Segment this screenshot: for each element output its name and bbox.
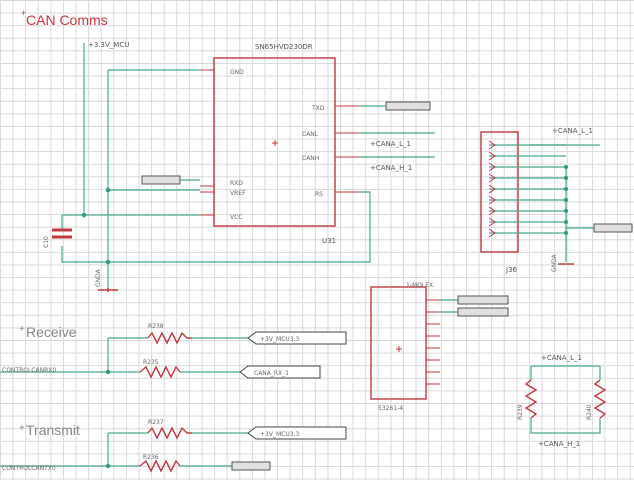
connector-part: 1-MOLEX bbox=[406, 282, 433, 289]
transmit-left-net: CONTROLCANTX0 bbox=[2, 465, 56, 472]
transmit-label: Transmit bbox=[26, 422, 80, 438]
receive-flag-top[interactable] bbox=[247, 331, 347, 345]
net-label-can-h: +CANA_H_1 bbox=[370, 164, 412, 172]
resistor-r240[interactable] bbox=[593, 379, 607, 419]
sheet-title: CAN Comms bbox=[26, 12, 108, 28]
can-header-j36[interactable] bbox=[480, 131, 519, 253]
header-net-gnda: GNDA bbox=[551, 253, 558, 272]
header-reference: J36 bbox=[505, 266, 518, 274]
ic-pin-label-rxd: RXD bbox=[230, 180, 243, 187]
ic-pin-label-canl: CANL bbox=[302, 131, 319, 138]
resistor-r237[interactable] bbox=[147, 426, 192, 440]
receive-flag-top-text: +3V_MCU3.3 bbox=[260, 336, 299, 343]
connector-flag-top[interactable] bbox=[457, 295, 509, 305]
resistor-r240-ref: R240 bbox=[586, 404, 593, 420]
resistor-r239-ref: R239 bbox=[517, 404, 524, 420]
svg-text:+: + bbox=[19, 324, 25, 335]
transmit-flag-top[interactable] bbox=[247, 426, 347, 440]
title-marker: + bbox=[21, 8, 26, 18]
header-pins bbox=[489, 144, 566, 234]
ic-pin-label-gnd: GND bbox=[230, 69, 244, 76]
resistor-r236-ref: R236 bbox=[143, 454, 159, 461]
resistor-r235-ref: R235 bbox=[143, 359, 159, 366]
receive-flag-bottom-text: CANA_RX_1 bbox=[254, 370, 289, 377]
resistor-r238-ref: R238 bbox=[148, 323, 164, 330]
net-label-gnda: GNDA bbox=[95, 268, 102, 287]
connector-flag-bottom[interactable] bbox=[457, 307, 509, 317]
svg-text:+: + bbox=[19, 423, 25, 434]
header-net-flag[interactable] bbox=[593, 223, 633, 233]
molex-connector-j35[interactable] bbox=[370, 286, 427, 400]
ic-pin-label-rs: RS bbox=[315, 191, 323, 198]
ic-pin-label-vcc: VCC bbox=[230, 214, 242, 221]
resistor-r236[interactable] bbox=[139, 459, 181, 473]
transceiver-ic-body[interactable] bbox=[213, 57, 336, 227]
ic-reference: U31 bbox=[322, 237, 336, 245]
receive-flag-bottom[interactable] bbox=[239, 365, 321, 379]
net-label-can-l: +CANA_L_1 bbox=[370, 140, 411, 148]
ic-part-name: SN65HVD230DR bbox=[255, 43, 313, 51]
receive-label: Receive bbox=[26, 324, 77, 340]
term-net-can-h: +CANA_H_1 bbox=[538, 440, 580, 448]
transmit-flag-bottom[interactable] bbox=[231, 461, 271, 471]
rx-net-flag[interactable] bbox=[141, 175, 181, 185]
ic-pin-label-vref: VREF bbox=[230, 190, 246, 197]
resistor-r238[interactable] bbox=[147, 331, 192, 345]
resistor-r235[interactable] bbox=[139, 365, 181, 379]
tx-net-flag[interactable] bbox=[385, 101, 431, 111]
net-label-3v3-mcu: +3.3V_MCU bbox=[88, 41, 129, 49]
term-net-can-l: +CANA_L_1 bbox=[541, 354, 582, 362]
header-net-can-l: +CANA_L_1 bbox=[552, 127, 593, 135]
transmit-flag-top-text: +3V_MCU3.3 bbox=[260, 431, 299, 438]
ic-pin-label-txd: TXD bbox=[311, 105, 325, 112]
ic-pin-label-canh: CANH bbox=[302, 155, 319, 162]
connector-sub: 53261-4 bbox=[378, 405, 403, 412]
capacitor-reference: C10 bbox=[43, 236, 50, 248]
resistor-r239[interactable] bbox=[524, 379, 538, 419]
receive-left-net: CONTROLCANRX0 bbox=[2, 367, 56, 374]
resistor-r237-ref: R237 bbox=[148, 419, 164, 426]
